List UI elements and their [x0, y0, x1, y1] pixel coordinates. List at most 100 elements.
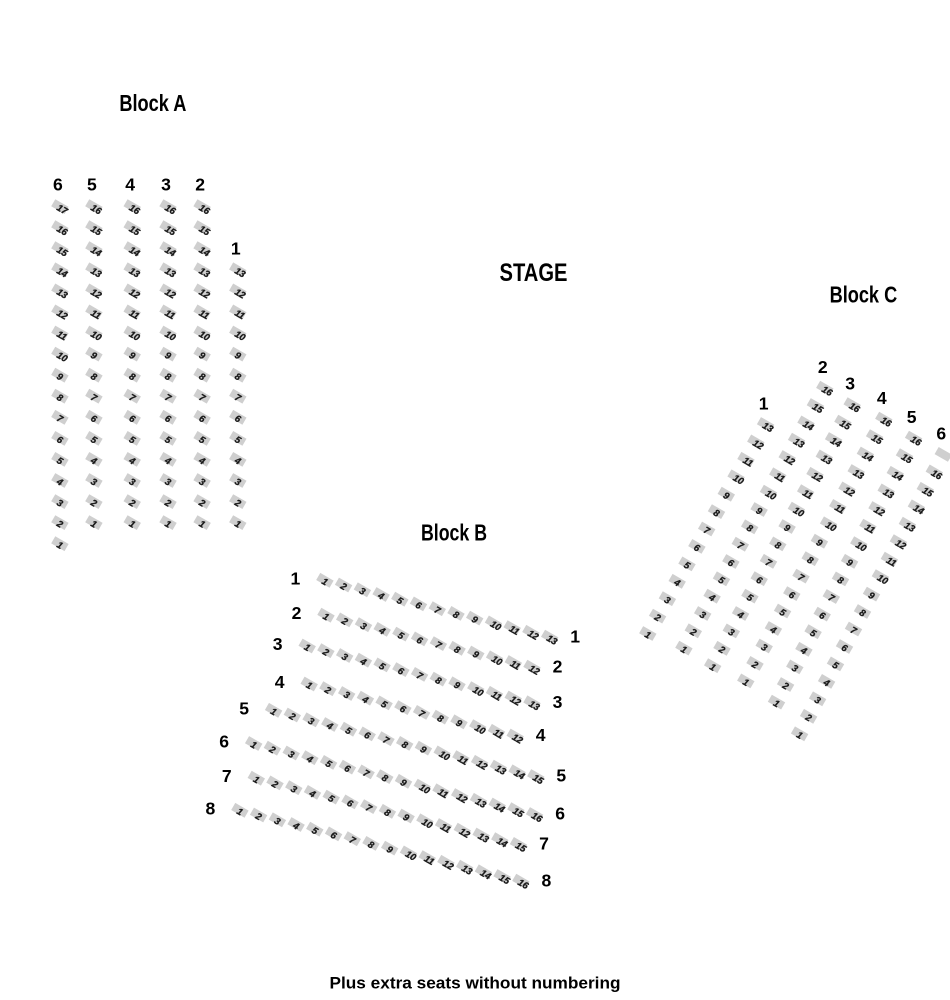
svg-text:4: 4	[290, 820, 302, 833]
svg-text:6: 6	[555, 804, 565, 824]
svg-text:8: 8	[451, 609, 462, 622]
svg-text:1: 1	[89, 519, 99, 531]
svg-text:4: 4	[54, 476, 66, 489]
svg-text:1: 1	[771, 698, 781, 710]
svg-text:2: 2	[320, 646, 332, 659]
svg-text:9: 9	[384, 844, 395, 857]
svg-text:3: 3	[286, 749, 297, 762]
svg-text:3: 3	[127, 476, 138, 489]
svg-text:5: 5	[55, 455, 66, 468]
svg-text:1: 1	[642, 629, 652, 641]
svg-text:7: 7	[848, 625, 859, 638]
svg-text:9: 9	[89, 350, 100, 363]
svg-text:1: 1	[231, 239, 241, 259]
svg-text:1: 1	[759, 393, 769, 413]
svg-text:3: 3	[726, 627, 737, 640]
svg-text:9: 9	[127, 350, 138, 363]
svg-text:2: 2	[338, 615, 350, 628]
svg-text:Block B: Block B	[421, 520, 487, 546]
svg-text:2: 2	[802, 712, 814, 725]
svg-text:2: 2	[749, 659, 761, 672]
svg-text:7: 7	[222, 766, 232, 786]
svg-text:8: 8	[772, 540, 783, 553]
svg-text:Block C: Block C	[830, 282, 898, 308]
svg-text:3: 3	[339, 651, 350, 664]
svg-text:6: 6	[362, 730, 373, 743]
svg-text:8: 8	[433, 675, 444, 688]
svg-text:8: 8	[127, 371, 138, 384]
svg-text:6: 6	[754, 575, 765, 588]
svg-text:8: 8	[542, 871, 552, 891]
svg-text:8: 8	[805, 555, 816, 568]
svg-text:6: 6	[413, 600, 424, 613]
svg-text:4: 4	[275, 672, 285, 692]
svg-text:8: 8	[452, 644, 463, 657]
svg-text:6: 6	[396, 666, 407, 679]
svg-text:3: 3	[845, 374, 855, 394]
svg-text:4: 4	[376, 625, 388, 638]
svg-text:6: 6	[817, 610, 828, 623]
svg-text:2: 2	[322, 684, 334, 697]
svg-text:2: 2	[651, 612, 663, 625]
svg-text:8: 8	[435, 713, 446, 726]
svg-text:8: 8	[382, 807, 393, 820]
svg-text:7: 7	[433, 640, 444, 653]
svg-text:8: 8	[55, 392, 66, 405]
svg-text:5: 5	[309, 825, 320, 838]
svg-text:2: 2	[292, 603, 302, 623]
svg-text:8: 8	[744, 523, 755, 536]
svg-text:8: 8	[89, 371, 100, 384]
svg-text:9: 9	[469, 614, 480, 627]
svg-text:8: 8	[366, 839, 377, 852]
svg-text:4: 4	[126, 455, 138, 468]
svg-text:5: 5	[377, 661, 388, 674]
svg-text:5: 5	[89, 434, 100, 447]
svg-text:6: 6	[197, 413, 208, 426]
svg-text:3: 3	[553, 692, 563, 712]
svg-text:4: 4	[196, 455, 208, 468]
svg-text:7: 7	[826, 592, 837, 605]
svg-text:5: 5	[232, 434, 243, 447]
svg-text:7: 7	[89, 392, 100, 405]
svg-text:4: 4	[125, 175, 135, 195]
svg-text:5: 5	[396, 630, 407, 643]
svg-text:7: 7	[381, 735, 392, 748]
svg-text:5: 5	[556, 766, 566, 786]
svg-text:3: 3	[55, 498, 66, 511]
svg-text:9: 9	[55, 371, 66, 384]
svg-text:5: 5	[394, 595, 405, 608]
svg-text:STAGE: STAGE	[500, 259, 568, 287]
svg-text:8: 8	[163, 371, 174, 384]
svg-text:Plus extra seats without numbe: Plus extra seats without numbering	[330, 974, 621, 993]
svg-text:9: 9	[844, 557, 855, 570]
svg-text:2: 2	[553, 656, 563, 676]
svg-text:6: 6	[342, 763, 353, 776]
svg-text:1: 1	[304, 680, 314, 692]
svg-text:7: 7	[432, 605, 443, 618]
svg-text:7: 7	[127, 392, 138, 405]
svg-text:1: 1	[268, 706, 278, 718]
svg-text:3: 3	[697, 609, 708, 622]
svg-text:6: 6	[89, 413, 100, 426]
svg-text:5: 5	[716, 575, 727, 588]
svg-text:2: 2	[252, 810, 264, 823]
svg-text:3: 3	[341, 689, 352, 702]
svg-text:4: 4	[375, 590, 387, 603]
svg-text:3: 3	[759, 642, 770, 655]
svg-text:7: 7	[735, 540, 746, 553]
svg-text:3: 3	[232, 476, 243, 489]
svg-text:Block A: Block A	[119, 90, 186, 116]
svg-text:2: 2	[162, 497, 174, 510]
svg-text:4: 4	[767, 624, 779, 637]
svg-text:4: 4	[734, 609, 746, 622]
svg-text:2: 2	[196, 497, 208, 510]
svg-text:8: 8	[711, 508, 722, 521]
svg-text:8: 8	[399, 739, 410, 752]
svg-text:2: 2	[266, 744, 278, 757]
svg-text:2: 2	[195, 175, 205, 195]
svg-text:1: 1	[679, 644, 689, 656]
svg-text:3: 3	[357, 586, 368, 599]
svg-text:4: 4	[357, 656, 369, 669]
svg-text:6: 6	[839, 642, 850, 655]
svg-text:6: 6	[345, 798, 356, 811]
